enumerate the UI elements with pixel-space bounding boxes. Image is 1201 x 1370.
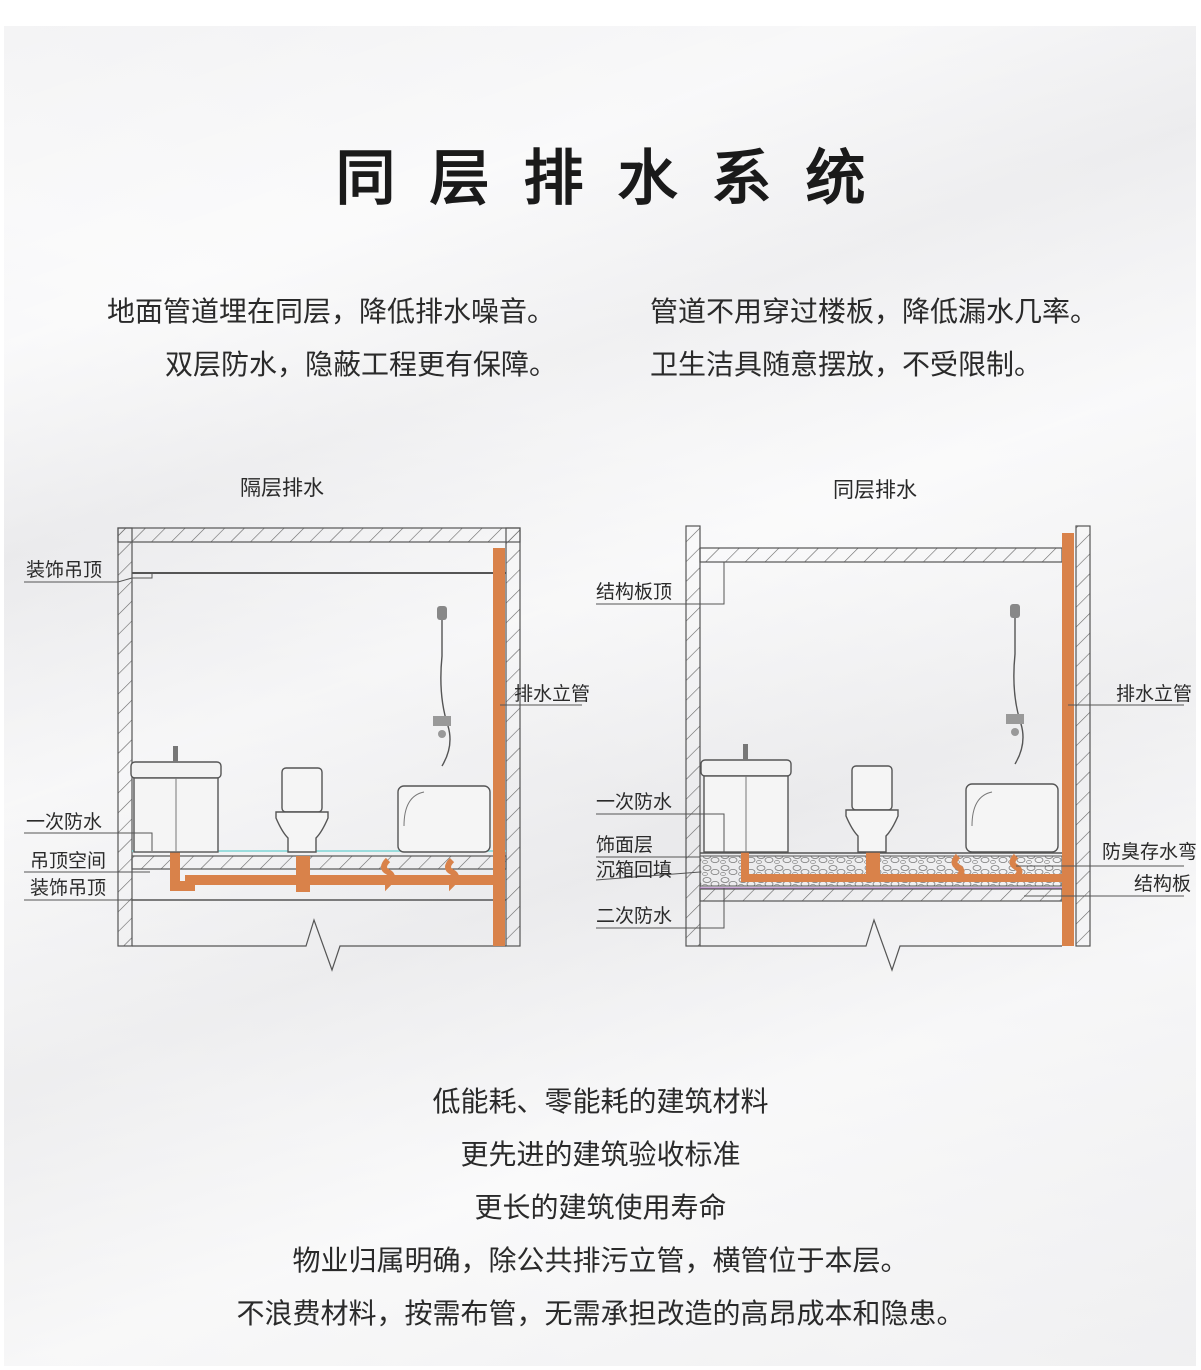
left-horizontal-pipe bbox=[170, 845, 497, 891]
diagram-right-title: 同层排水 bbox=[833, 478, 917, 502]
leader-backfill bbox=[595, 871, 701, 881]
bottom-line-3: 更长的建筑使用寿命 bbox=[474, 1191, 727, 1224]
right-bathtub bbox=[965, 783, 1059, 853]
right-trap-2 bbox=[1009, 853, 1023, 880]
right-diagram: 结构板顶 排水立管 一次防水 饰面层 沉箱回填 二次防水 防臭存水弯 结构板 bbox=[595, 525, 1197, 972]
left-basin bbox=[130, 746, 222, 853]
right-wall-right bbox=[1075, 525, 1091, 947]
bottom-line-4: 物业归属明确，除公共排污立管，横管位于本层。 bbox=[292, 1244, 909, 1277]
feature-right-1: 管道不用穿过楼板，降低漏水几率。 bbox=[650, 295, 1099, 328]
left-riser-pipe bbox=[493, 548, 505, 946]
right-toilet bbox=[845, 765, 899, 853]
left-bathtub bbox=[397, 785, 491, 853]
left-floor-slab bbox=[131, 855, 507, 870]
left-shower bbox=[433, 606, 451, 767]
bottom-line-5: 不浪费材料，按需布管，无需承担改造的高昂成本和隐患。 bbox=[236, 1297, 965, 1330]
label-riser-right: 排水立管 bbox=[1116, 683, 1192, 705]
label-finish-layer: 饰面层 bbox=[596, 834, 653, 856]
right-structure-slab bbox=[699, 888, 1063, 902]
label-decor-ceiling-2: 装饰吊顶 bbox=[30, 877, 106, 899]
left-toilet bbox=[275, 767, 329, 853]
left-break-line bbox=[132, 918, 506, 972]
label-riser-left: 排水立管 bbox=[514, 683, 590, 705]
leader-ceiling bbox=[24, 573, 153, 583]
leader-waterproof bbox=[24, 832, 153, 851]
left-diagram: 装饰吊顶 排水立管 一次防水 吊顶空间 装饰吊顶 bbox=[24, 527, 590, 972]
label-waterproof1-right: 一次防水 bbox=[596, 791, 672, 813]
label-decor-ceiling: 装饰吊顶 bbox=[26, 559, 102, 581]
diagram-left-title: 隔层排水 bbox=[240, 476, 324, 500]
left-wall-left bbox=[117, 527, 133, 947]
right-trap-1 bbox=[951, 853, 965, 880]
feature-left-2: 双层防水，隐蔽工程更有保障。 bbox=[165, 348, 558, 381]
left-ceiling-slab bbox=[117, 527, 521, 543]
left-wall-right bbox=[505, 527, 521, 947]
left-trap-1 bbox=[381, 857, 395, 892]
leader-waterproof2 bbox=[596, 888, 725, 929]
background-panel bbox=[4, 26, 1196, 1366]
feature-left-1: 地面管道埋在同层，降低排水噪音。 bbox=[107, 295, 556, 328]
right-break-line bbox=[700, 918, 1062, 972]
right-basin bbox=[700, 744, 792, 853]
right-riser-pipe bbox=[1062, 533, 1074, 946]
right-wall-left bbox=[685, 525, 701, 947]
right-toilet-pipe bbox=[866, 852, 880, 880]
label-slab-top: 结构板顶 bbox=[596, 581, 672, 603]
leader-waterproof1-right bbox=[596, 813, 725, 853]
page-title: 同层排水系统 bbox=[335, 144, 900, 214]
feature-right-2: 卫生洁具随意摆放，不受限制。 bbox=[650, 348, 1043, 381]
right-shower bbox=[1006, 604, 1024, 765]
label-waterproof2: 二次防水 bbox=[596, 905, 672, 927]
bottom-line-2: 更先进的建筑验收标准 bbox=[460, 1138, 741, 1171]
label-waterproof1-left: 一次防水 bbox=[26, 811, 102, 833]
label-ceiling-space: 吊顶空间 bbox=[30, 850, 106, 872]
bottom-line-1: 低能耗、零能耗的建筑材料 bbox=[432, 1085, 769, 1118]
left-toilet-pipe bbox=[296, 856, 310, 892]
label-backfill: 沉箱回填 bbox=[596, 859, 672, 881]
right-ceiling-slab bbox=[699, 547, 1063, 563]
leader-slab-top bbox=[596, 562, 725, 605]
label-trap: 防臭存水弯 bbox=[1102, 841, 1197, 863]
label-slab: 结构板 bbox=[1134, 873, 1191, 895]
left-trap-2 bbox=[445, 857, 459, 892]
